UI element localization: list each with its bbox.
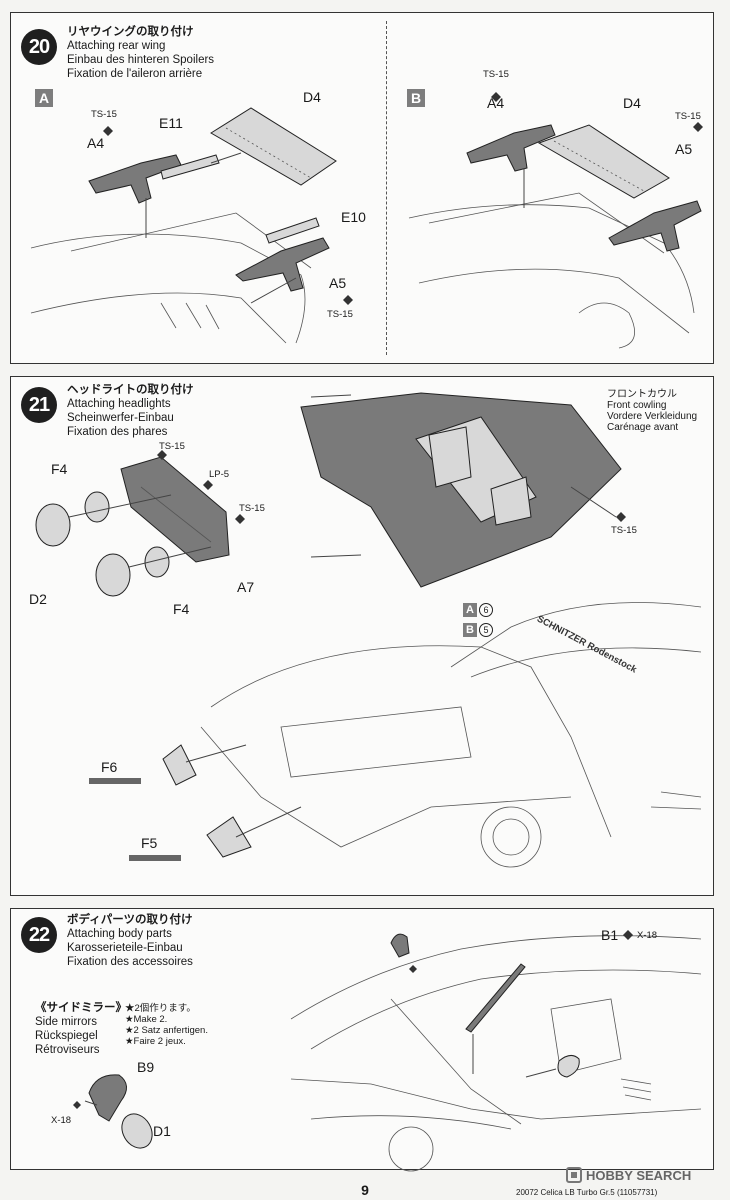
screw-label: TS-15	[611, 525, 637, 536]
screw-label: X-18	[51, 1115, 72, 1126]
part-label-e11: E11	[159, 115, 183, 131]
title-de: Karosserieteile-Einbau	[67, 942, 183, 954]
mirrors-de: Rückspiegel	[35, 1030, 98, 1042]
title-en: Attaching headlights	[67, 398, 171, 410]
screw-label: X-18	[637, 930, 658, 941]
mirrors-en: Side mirrors	[35, 1016, 97, 1028]
watermark-logo-icon	[566, 1167, 582, 1183]
step-number: 20	[21, 29, 57, 65]
step-number: 22	[21, 917, 57, 953]
front-cowling-jp: フロントカウル	[607, 389, 677, 400]
step-title: ボディパーツの取り付け Attaching body parts Karosse…	[67, 913, 193, 969]
title-fr: Fixation des phares	[67, 426, 168, 438]
variant-ref-a-box: A	[463, 603, 477, 617]
make-de: ★2 Satz anfertigen.	[125, 1025, 208, 1036]
part-label-a4: A4	[487, 95, 505, 111]
part-label-f5: F5	[141, 835, 158, 851]
variant-ref-b-step: 5	[479, 623, 493, 637]
variant-ref-a-step: 6	[479, 603, 493, 617]
title-fr: Fixation de l'aileron arrière	[67, 68, 203, 80]
make-jp: ★2個作ります。	[125, 1003, 196, 1014]
title-jp: リヤウイングの取り付け	[67, 26, 194, 38]
part-label-d2: D2	[29, 591, 47, 607]
step-22-panel: 22 ボディパーツの取り付け Attaching body parts Karo…	[10, 908, 714, 1172]
variant-b-label: B	[407, 89, 425, 107]
title-de: Einbau des hinteren Spoilers	[67, 54, 215, 66]
part-label-a7: A7	[237, 579, 255, 595]
screw-label: TS-15	[159, 441, 185, 452]
panel-divider	[386, 21, 387, 355]
front-cowling-fr: Carénage avant	[607, 422, 679, 433]
front-cowling-en: Front cowling	[607, 400, 667, 411]
part-label-d4: D4	[303, 89, 321, 105]
title-fr: Fixation des accessoires	[67, 956, 193, 968]
part-label-a5: A5	[329, 275, 347, 291]
step-number: 21	[21, 387, 57, 423]
make-en: ★Make 2.	[125, 1014, 168, 1025]
part-label-d1: D1	[153, 1123, 171, 1139]
make-two-note: ★2個作ります。 ★Make 2. ★2 Satz anfertigen. ★F…	[125, 1003, 208, 1047]
step-title: リヤウイングの取り付け Attaching rear wing Einbau d…	[67, 25, 214, 81]
page-number: 9	[361, 1182, 369, 1198]
screw-label: TS-15	[91, 109, 117, 120]
part-label-b1: B1	[601, 927, 619, 943]
screw-label: TS-15	[239, 503, 265, 514]
variant-ref-b-box: B	[463, 623, 477, 637]
step-21-panel: 21 ヘッドライトの取り付け Attaching headlights Sche…	[10, 376, 714, 896]
headlight-diagram	[35, 392, 702, 868]
screw-label: TS-15	[327, 309, 353, 320]
rear-wing-diagram-b	[408, 92, 703, 349]
part-label-f4: F4	[51, 461, 68, 477]
product-code: 20072 Celica LB Turbo Gr.5 (11057731)	[516, 1188, 658, 1197]
mirrors-fr: Rétroviseurs	[35, 1044, 100, 1056]
body-parts-diagram	[73, 930, 702, 1172]
part-label-b9: B9	[137, 1059, 155, 1075]
title-de: Scheinwerfer-Einbau	[67, 412, 174, 424]
screw-label: TS-15	[483, 69, 509, 80]
step-20-panel: 20 リヤウイングの取り付け Attaching rear wing Einba…	[10, 12, 714, 364]
make-fr: ★Faire 2 jeux.	[125, 1036, 186, 1047]
variant-a-label: A	[35, 89, 53, 107]
step-title: ヘッドライトの取り付け Attaching headlights Scheinw…	[67, 383, 194, 439]
title-jp: ヘッドライトの取り付け	[67, 384, 194, 396]
mirrors-jp: 《サイドミラー》	[35, 1002, 127, 1014]
rear-wing-diagram-a	[30, 107, 353, 344]
side-mirrors-label: 《サイドミラー》 Side mirrors Rückspiegel Rétrov…	[35, 1001, 127, 1057]
part-label-a4: A4	[87, 135, 105, 151]
part-label-f4: F4	[173, 601, 190, 617]
part-label-a5: A5	[675, 141, 693, 157]
front-cowling-de: Vordere Verkleidung	[607, 411, 698, 422]
part-label-e10: E10	[341, 209, 366, 225]
screw-label: TS-15	[675, 111, 701, 122]
title-en: Attaching body parts	[67, 928, 172, 940]
part-label-d4: D4	[623, 95, 641, 111]
title-en: Attaching rear wing	[67, 40, 166, 52]
paint-label: LP-5	[209, 469, 230, 480]
part-label-f6: F6	[101, 759, 118, 775]
watermark: HOBBY SEARCH	[586, 1168, 692, 1183]
front-cowling-label: フロントカウル Front cowling Vordere Verkleidun…	[607, 389, 697, 433]
title-jp: ボディパーツの取り付け	[67, 914, 193, 926]
